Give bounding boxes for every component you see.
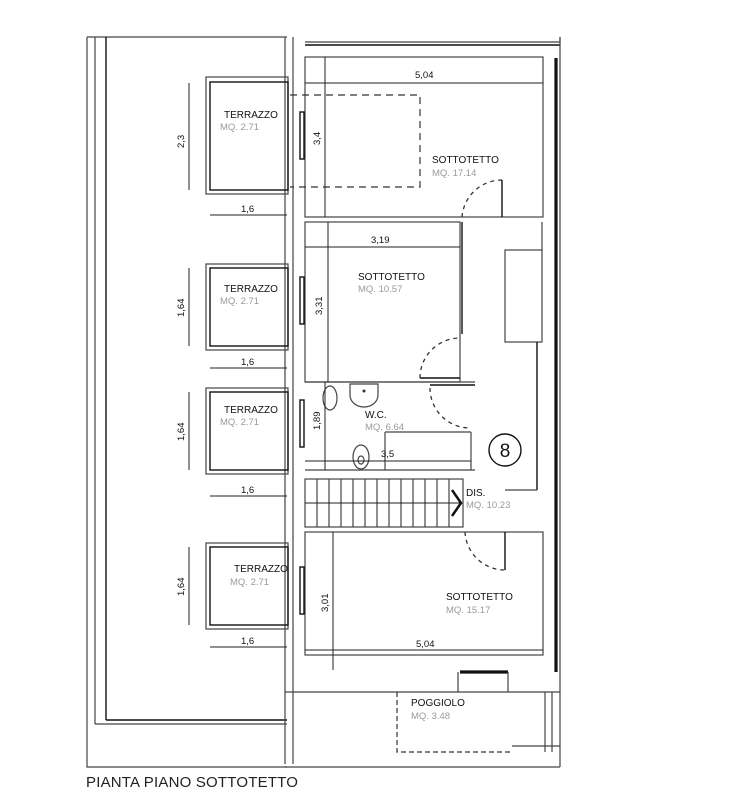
- unit-number-circle: [488, 433, 522, 467]
- svg-text:5,04: 5,04: [416, 639, 435, 650]
- roof-edge-top: [305, 37, 561, 693]
- terrazzo-2: [188, 263, 289, 369]
- unit-number: 8: [500, 441, 511, 462]
- doors: [419, 179, 506, 571]
- room-label: SOTTOTETTO: [358, 272, 425, 283]
- svg-text:1,64: 1,64: [176, 578, 187, 597]
- svg-text:3,5: 3,5: [381, 449, 394, 460]
- svg-text:1,64: 1,64: [176, 299, 187, 318]
- labels: TERRAZZO MQ. 2.71 TERRAZZO MQ. 2.71 TERR…: [176, 70, 513, 722]
- svg-text:MQ. 2.71: MQ. 2.71: [220, 417, 259, 428]
- svg-text:3,4: 3,4: [312, 132, 323, 145]
- svg-text:MQ. 15.17: MQ. 15.17: [446, 605, 490, 616]
- svg-text:3,19: 3,19: [371, 235, 390, 246]
- svg-text:2,3: 2,3: [176, 135, 187, 148]
- toilet-icon: [352, 444, 370, 470]
- terrazzo-3: [188, 387, 289, 497]
- room-label: SOTTOTETTO: [446, 592, 513, 603]
- terrazzo-3-label: TERRAZZO: [224, 405, 278, 416]
- terrazzo-1: [188, 76, 289, 216]
- poggiolo: [285, 672, 561, 768]
- bidet-icon: [322, 385, 338, 411]
- svg-text:MQ. 2.71: MQ. 2.71: [230, 577, 269, 588]
- dimension-lines: [305, 57, 543, 670]
- svg-text:1,6: 1,6: [241, 636, 254, 647]
- svg-text:5,04: 5,04: [415, 70, 434, 81]
- svg-text:3,01: 3,01: [320, 594, 331, 613]
- terrazzo-2-label: TERRAZZO: [224, 284, 278, 295]
- terrazzo-4: [188, 542, 289, 648]
- svg-text:1,6: 1,6: [241, 485, 254, 496]
- svg-text:MQ. 6.64: MQ. 6.64: [365, 422, 404, 433]
- room-label: POGGIOLO: [411, 698, 465, 709]
- room-label: DIS.: [466, 488, 485, 499]
- attic-dashed-outline: [290, 94, 421, 188]
- svg-text:MQ. 10.57: MQ. 10.57: [358, 284, 402, 295]
- svg-text:3,31: 3,31: [314, 297, 325, 316]
- outer-frame: [86, 36, 287, 768]
- terrazzo-1-label: TERRAZZO: [224, 110, 278, 121]
- svg-text:MQ. 10.23: MQ. 10.23: [466, 500, 510, 511]
- drawing-title: PIANTA PIANO SOTTOTETTO: [86, 774, 299, 791]
- svg-text:MQ. 3.48: MQ. 3.48: [411, 711, 450, 722]
- building-walls: [292, 37, 544, 764]
- sink-icon: [349, 383, 379, 408]
- terrazzo-4-label: TERRAZZO: [234, 564, 288, 575]
- svg-text:1,6: 1,6: [241, 204, 254, 215]
- staircase: [304, 478, 464, 528]
- svg-text:1,64: 1,64: [176, 423, 187, 442]
- wc-fixtures: [322, 383, 379, 470]
- windows: [299, 111, 508, 674]
- svg-text:1,89: 1,89: [312, 412, 323, 431]
- room-label: SOTTOTETTO: [432, 155, 499, 166]
- room-label: W.C.: [365, 410, 387, 421]
- svg-text:MQ. 2.71: MQ. 2.71: [220, 122, 259, 133]
- svg-text:1,6: 1,6: [241, 357, 254, 368]
- svg-text:MQ. 17.14: MQ. 17.14: [432, 168, 476, 179]
- svg-text:MQ. 2.71: MQ. 2.71: [220, 296, 259, 307]
